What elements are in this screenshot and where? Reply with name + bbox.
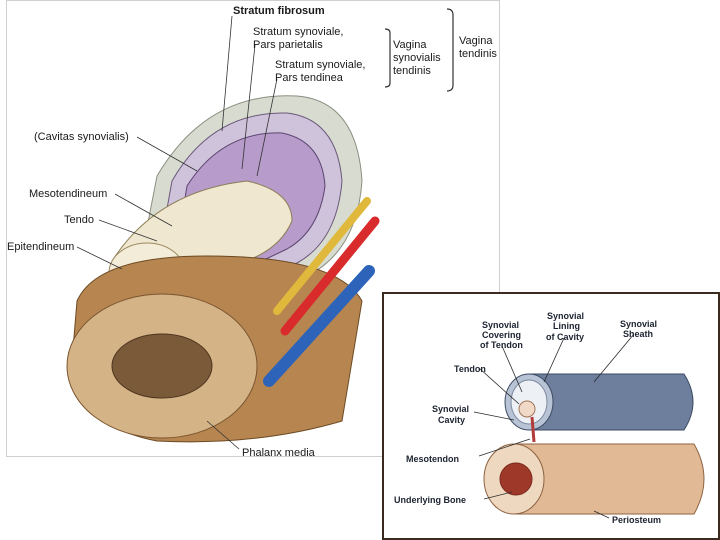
label-synovial-lining-line1: Synovial <box>547 311 585 321</box>
label-synovial-covering-line1: Synovial <box>482 320 520 330</box>
sheath-schematic-illustration <box>473 333 705 519</box>
leader-lines <box>76 15 278 450</box>
label-underlying-bone: Underlying Bone <box>394 495 467 505</box>
label-mesotendineum: Mesotendineum <box>29 188 108 200</box>
label-epitendineum: Epitendineum <box>7 241 75 253</box>
underlying-bone-cylinder <box>513 443 705 515</box>
synovial-sheath-schematic: Synovial Covering of Tendon Synovial Lin… <box>382 292 720 540</box>
label-vagina-synovialis-line1: Vagina <box>393 39 427 51</box>
mesotendon-link <box>530 416 536 443</box>
label-stratum-synoviale-parietalis-line1: Stratum synoviale, <box>253 26 344 38</box>
label-phalanx-media: Phalanx media <box>242 447 315 459</box>
label-tendon: Tendon <box>454 364 486 374</box>
nerve <box>273 197 371 315</box>
bone-marrow-core <box>499 462 533 496</box>
label-synovial-sheath-line2: Sheath <box>623 329 654 339</box>
tendon-sheath-illustration <box>66 8 454 450</box>
label-synovial-lining-line3: of Cavity <box>546 332 585 342</box>
label-stratum-fibrosum: Stratum fibrosum <box>233 5 325 17</box>
label-synovial-lining-line2: Lining <box>553 321 580 331</box>
vagina-tendinis-bracket <box>446 8 454 92</box>
artery <box>280 216 380 336</box>
label-synovial-covering-line3: of Tendon <box>480 340 523 350</box>
tendon-sheath-anatomy-figure: Stratum fibrosum Stratum synoviale, Pars… <box>6 0 500 459</box>
synovial-sheath-cylinder <box>528 373 694 431</box>
label-stratum-synoviale-parietalis-line2: Pars parietalis <box>253 39 323 51</box>
label-synovial-covering-line2: Covering <box>482 330 522 340</box>
bone-marrow <box>111 333 213 399</box>
label-tendo: Tendo <box>64 214 94 226</box>
label-stratum-synoviale-tendinea-line1: Stratum synoviale, <box>275 59 366 71</box>
label-vagina-tendinis-line1: Vagina <box>459 35 493 47</box>
label-cavitas-synovialis: (Cavitas synovialis) <box>34 131 129 143</box>
label-synovial-sheath-line1: Synovial <box>620 319 658 329</box>
label-synovial-cavity-line2: Cavity <box>438 415 466 425</box>
schematic-leader-lines <box>473 333 635 519</box>
label-mesotendon: Mesotendon <box>406 454 459 464</box>
label-vagina-synovialis-line2: synovialis <box>393 52 441 64</box>
tendon-section <box>518 400 536 418</box>
label-stratum-synoviale-tendinea-line2: Pars tendinea <box>275 72 343 84</box>
vagina-synovialis-bracket <box>384 28 391 88</box>
label-vagina-tendinis-line2: tendinis <box>459 48 497 60</box>
vein <box>263 265 375 387</box>
label-periosteum: Periosteum <box>612 515 662 525</box>
label-vagina-synovialis-line3: tendinis <box>393 65 431 77</box>
label-synovial-cavity-line1: Synovial <box>432 404 470 414</box>
